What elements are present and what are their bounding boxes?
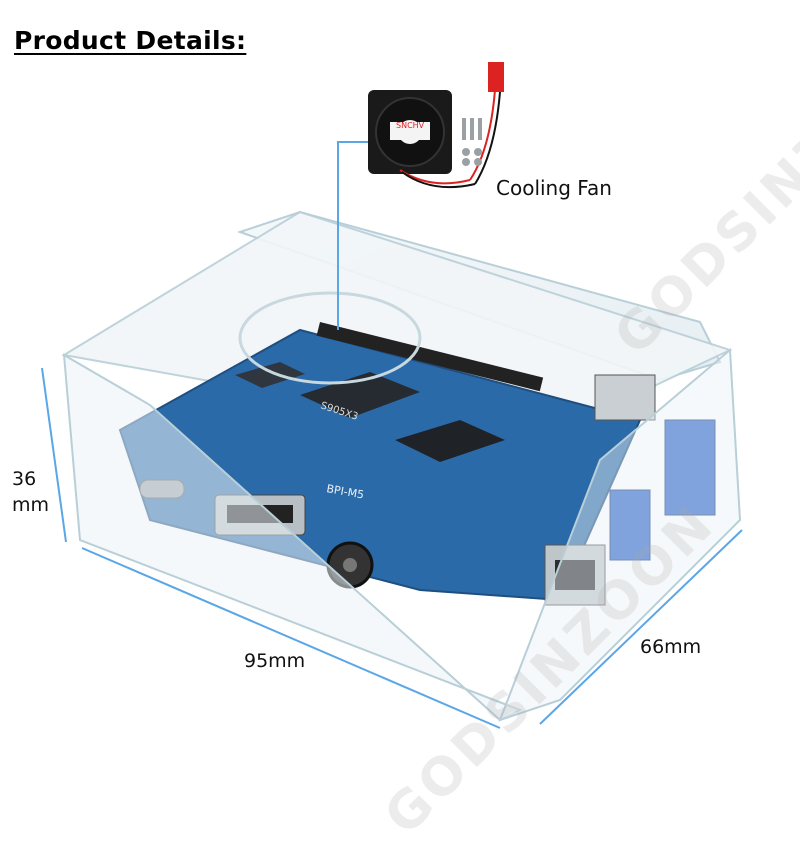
product-image: GODSINZOON GODSINZOON Product Details: C… xyxy=(12,13,800,847)
cooling-fan-icon xyxy=(368,90,476,189)
height-unit: mm xyxy=(12,494,50,516)
memory-chip xyxy=(395,420,505,462)
fan-connector xyxy=(469,62,504,185)
screws-icon xyxy=(462,118,482,166)
gpio-header xyxy=(316,322,544,392)
height-dimension-line xyxy=(41,367,67,543)
soc-chip xyxy=(300,372,420,418)
case-illustration xyxy=(41,62,743,729)
depth-label: 66mm xyxy=(640,636,702,658)
width-label: 95mm xyxy=(244,650,306,672)
cooling-fan-label: Cooling Fan xyxy=(496,176,612,200)
case-front-wall xyxy=(62,353,523,722)
depth-dimension-line xyxy=(539,529,743,725)
page-title: Product Details: xyxy=(14,26,247,55)
emmc-chip xyxy=(235,362,305,388)
height-label: 36 mm xyxy=(12,466,49,518)
width-dimension-line xyxy=(81,547,501,729)
height-value: 36 xyxy=(12,468,37,490)
fan-hole xyxy=(238,291,422,385)
usb-ports xyxy=(594,374,716,561)
case-side-wall xyxy=(498,347,742,722)
fan-callout-line xyxy=(337,141,375,330)
